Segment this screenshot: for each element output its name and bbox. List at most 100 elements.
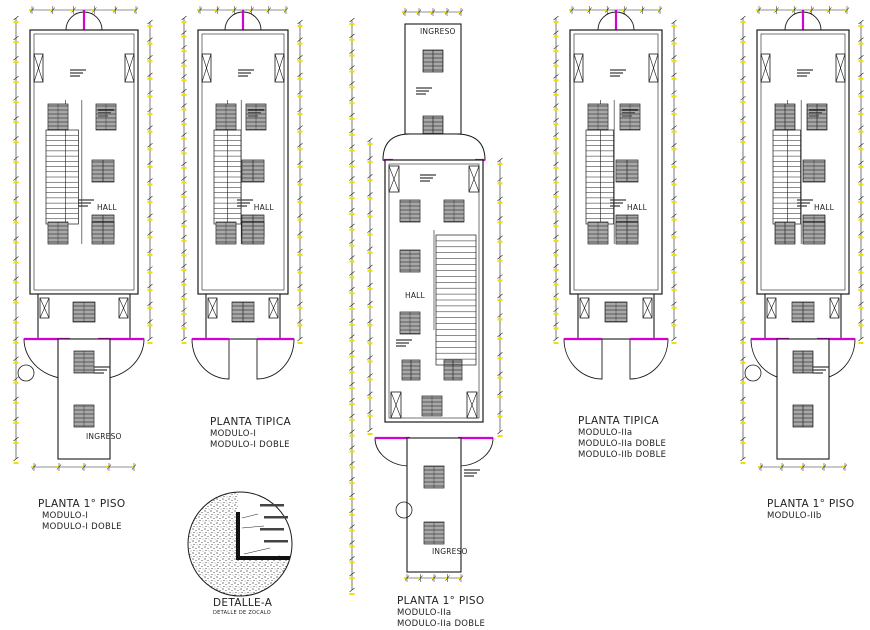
- note-label: [464, 469, 480, 477]
- side-bay: [374, 436, 411, 467]
- detail-a-section: [187, 491, 293, 597]
- dimension-line: [147, 19, 153, 344]
- furniture-block: [792, 350, 814, 374]
- staircase: [435, 234, 477, 366]
- furniture-block: [231, 301, 255, 323]
- furniture-block: [91, 221, 115, 245]
- caption-line: MODULO-I: [210, 429, 257, 439]
- caption-detail: DETALLE-A DETALLE DE ZOCALO: [213, 597, 272, 617]
- column-marker: [390, 391, 402, 419]
- plan-5-planta-1-piso: HALL: [740, 6, 864, 471]
- column-marker: [466, 391, 478, 419]
- caption-plan-4: PLANTA TIPICA MODULO-IIa MODULO-IIa DOBL…: [578, 415, 666, 461]
- detail-note: [260, 504, 284, 507]
- arched-window: [65, 10, 103, 31]
- dimension-line: [758, 463, 848, 471]
- furniture-block: [615, 159, 639, 183]
- note-label: [797, 199, 813, 207]
- dimension-line: [13, 15, 19, 464]
- arched-window: [224, 10, 262, 31]
- caption-title: PLANTA TIPICA: [578, 415, 659, 427]
- furniture-block: [774, 221, 796, 245]
- side-bay: [191, 337, 230, 380]
- column-marker: [835, 53, 846, 83]
- caption-line: MODULO-IIb: [767, 511, 822, 521]
- note-label: [396, 339, 412, 347]
- column-marker: [201, 53, 212, 83]
- furniture-block: [215, 221, 237, 245]
- column-marker: [579, 297, 590, 319]
- column-marker: [124, 53, 135, 83]
- furniture-block: [791, 301, 815, 323]
- caption-line: MODULO-I DOBLE: [42, 522, 122, 532]
- column-marker: [388, 165, 400, 193]
- furniture-block: [587, 103, 609, 131]
- dimension-line: [858, 19, 864, 344]
- staircase: [213, 129, 242, 225]
- furniture-block: [91, 159, 115, 183]
- furniture-block: [401, 359, 421, 381]
- side-bay: [256, 337, 295, 380]
- furniture-block: [615, 221, 639, 245]
- note-label: [622, 109, 638, 117]
- caption-plan-2: PLANTA TIPICA MODULO-I MODULO-I DOBLE: [210, 416, 291, 451]
- furniture-block: [241, 159, 265, 183]
- note-label: [420, 174, 436, 182]
- furniture-block: [72, 301, 96, 323]
- caption-plan-1: PLANTA 1° PISO MODULO-I MODULO-I DOBLE: [38, 498, 125, 533]
- room-label-hall: HALL: [254, 203, 275, 212]
- note-label: [98, 109, 114, 117]
- floor-finish: [236, 556, 292, 560]
- caption-line: MODULO-IIa DOBLE: [397, 619, 486, 629]
- caption-line: MODULO-IIb DOBLE: [578, 450, 667, 460]
- detail-note: [264, 516, 288, 519]
- caption-title: PLANTA 1° PISO: [397, 595, 485, 607]
- furniture-block: [604, 301, 628, 323]
- top-arc: [382, 133, 486, 161]
- caption-plan-5: PLANTA 1° PISO MODULO-IIb: [767, 498, 854, 522]
- note-label: [416, 87, 432, 95]
- note-label: [610, 69, 626, 77]
- room-label-ingreso: INGRESO: [432, 547, 468, 556]
- arched-window: [597, 10, 635, 31]
- dimension-line: [367, 137, 373, 435]
- dimension-line: [553, 15, 559, 344]
- dimension-line: [349, 17, 355, 595]
- note-label: [610, 199, 626, 207]
- caption-line: MODULO-I: [42, 511, 89, 521]
- section-marker: [395, 501, 413, 519]
- dimension-line: [181, 15, 187, 344]
- caption-line: MODULO-I DOBLE: [210, 440, 290, 450]
- furniture-block: [73, 350, 95, 374]
- note-label: [237, 199, 253, 207]
- column-marker: [648, 53, 659, 83]
- furniture-block: [241, 221, 265, 245]
- note-label: [78, 199, 94, 207]
- note-label: [238, 69, 254, 77]
- furniture-block: [215, 103, 237, 131]
- plan-2-planta-tipica: HALL: [181, 6, 303, 380]
- furniture-block: [619, 103, 641, 131]
- note-label: [70, 69, 86, 77]
- dimension-line: [29, 6, 139, 14]
- room-label-hall: HALL: [97, 203, 118, 212]
- room-label-ingreso: INGRESO: [420, 27, 456, 36]
- column-marker: [268, 297, 279, 319]
- note-label: [813, 366, 829, 374]
- detail-outline: [187, 491, 293, 597]
- furniture-block: [73, 404, 95, 428]
- dimension-line: [402, 8, 464, 16]
- furniture-block: [792, 404, 814, 428]
- dimension-line: [404, 574, 464, 582]
- furniture-block: [443, 199, 465, 223]
- dimension-line: [197, 6, 289, 14]
- note-label: [248, 109, 264, 117]
- furniture-block: [399, 199, 421, 223]
- column-marker: [39, 297, 50, 319]
- column-marker: [573, 53, 584, 83]
- furniture-block: [422, 49, 444, 73]
- dimension-line: [756, 6, 850, 14]
